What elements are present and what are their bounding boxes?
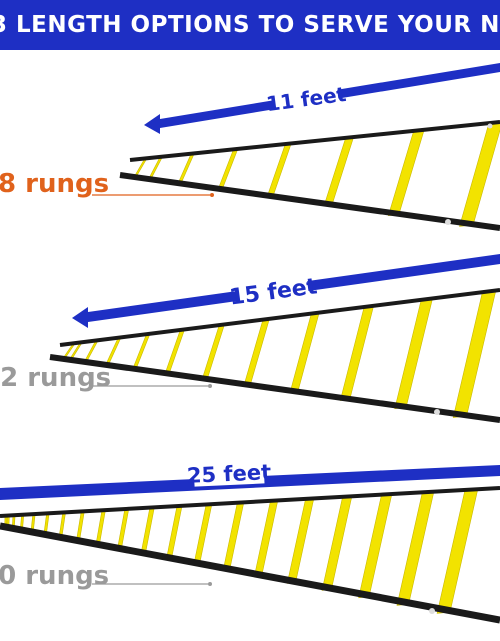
ladder-3-length-label-bg (193, 459, 265, 487)
ladder-2-top-strap (59, 288, 500, 347)
ladder-rung (105, 337, 122, 366)
ladder-rung (387, 129, 425, 216)
ladder-11-feet: 11 feet 8 rungs (0, 63, 500, 231)
ladder-rung (76, 510, 85, 542)
ladder-rung (165, 505, 183, 560)
ladder-rung (459, 121, 500, 227)
banner-title: 3 LENGTH OPTIONS TO SERVE YOUR NEEDS (0, 12, 500, 38)
ladder-15-feet: 15 feet 12 rungs (0, 254, 500, 423)
ladder-2-length-label: 15 feet (228, 274, 319, 310)
ladder-1-rungs-pointer-dot (210, 193, 214, 197)
ladder-rung (177, 153, 195, 185)
ladder-2-rungs-group (61, 290, 497, 418)
ladder-rung (323, 136, 355, 207)
ladder-rung (358, 493, 393, 599)
ladder-3-rungs-group (4, 488, 479, 614)
ladder-3-top-strap (0, 486, 500, 518)
ladder-rung (95, 509, 106, 546)
ladder-rung (253, 499, 279, 578)
ladder-rung (339, 305, 374, 401)
ladder-rung (132, 333, 151, 370)
ladder-rung (452, 290, 497, 418)
ladder-rung (396, 490, 435, 606)
ladder-1-grommet-icon (445, 219, 451, 225)
ladder-3-bottom-strap (0, 522, 500, 624)
ladder-1-length-label: 11 feet (265, 82, 348, 116)
ladder-rung (217, 148, 239, 191)
ladder-3-length-label: 25 feet (186, 460, 271, 488)
ladder-rung (394, 298, 433, 410)
ladder-rung (222, 501, 245, 571)
ladder-1-bottom-strap (119, 172, 500, 231)
banner: 3 LENGTH OPTIONS TO SERVE YOUR NEEDS (0, 0, 500, 50)
ladder-2-rungs-pointer-dot (208, 384, 212, 388)
ladder-rung (289, 312, 320, 394)
ladder-1-top-strap (129, 120, 500, 162)
ladder-3-rungs-pointer-dot (208, 582, 212, 586)
ladder-rung (286, 497, 315, 584)
ladder-rung (116, 508, 130, 550)
ladder-rung (140, 506, 155, 555)
ladder-2-bottom-strap (49, 354, 500, 423)
ladder-2-rungs-label: 12 rungs (0, 363, 111, 393)
ladder-3-grommet-icon (429, 608, 435, 614)
ladder-rung (193, 503, 213, 566)
ladder-2-length-label-bg (236, 273, 310, 309)
ladder-25-feet: 25 feet 20 rungs (0, 459, 500, 624)
ladder-2-grommet-icon (434, 409, 440, 415)
ladder-rung (147, 156, 164, 180)
ladder-illustration: 11 feet 8 rungs 15 feet 12 rungs 25 feet… (0, 63, 500, 624)
ladder-1-grommet-icon-top (487, 123, 493, 129)
ladder-rung (201, 324, 225, 381)
ladder-1-length-label-bg (272, 81, 340, 115)
ladder-1-rungs-label: 8 rungs (0, 169, 109, 199)
ladder-rung (243, 318, 270, 387)
ladder-rung (266, 143, 292, 198)
ladder-1-rungs-group (133, 121, 500, 227)
ladder-rung (321, 495, 353, 591)
ladder-rung (164, 329, 185, 375)
ladder-3-rungs-label: 20 rungs (0, 561, 109, 591)
ladder-rung (436, 488, 479, 614)
